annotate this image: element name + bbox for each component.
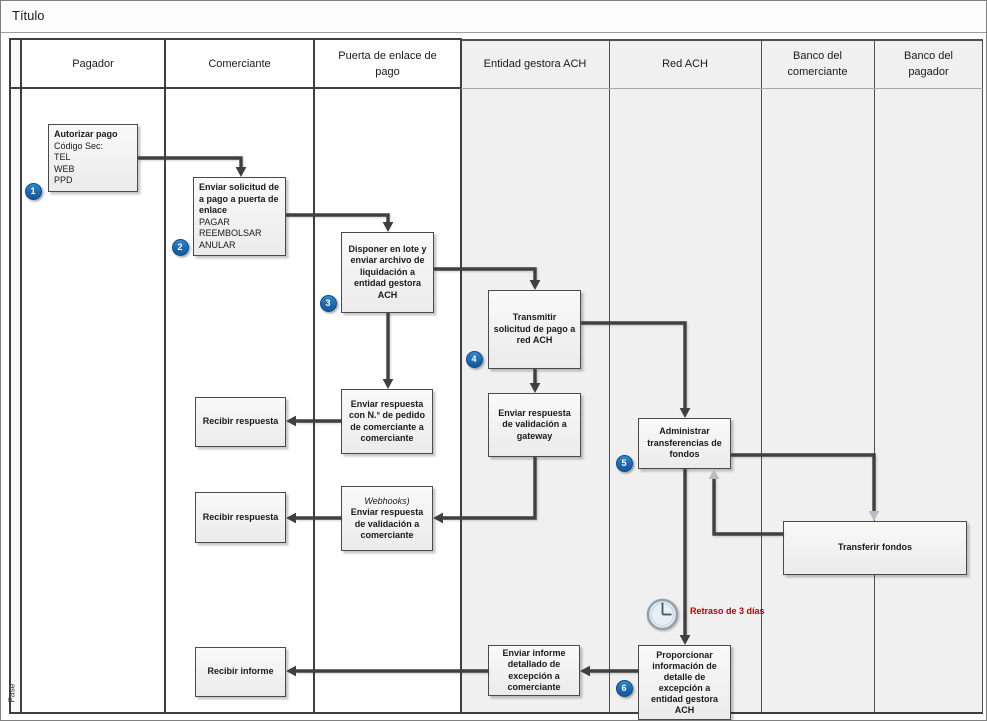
grid-line <box>461 39 983 41</box>
node-label: Disponer en lote y enviar archivo de liq… <box>348 243 427 300</box>
step-badge-2: 2 <box>171 238 189 256</box>
node-label: Enviar respuesta con N.° de pedido de co… <box>348 398 426 444</box>
step-badge-6: 6 <box>615 679 633 697</box>
node-enviar-solicitud-pago: Enviar solicitud de a pago a puerta de e… <box>193 177 286 256</box>
diagram-title: Título <box>12 8 45 23</box>
lane-header-comerciante: Comerciante <box>165 39 314 89</box>
grid-line <box>873 39 875 714</box>
grid-line <box>460 39 462 714</box>
node-recibir-respuesta-2: Recibir respuesta <box>195 492 286 543</box>
title-bar: Título <box>1 1 986 33</box>
node-autorizar-pago: Autorizar pago Código Sec: TEL WEB PPD <box>48 124 138 192</box>
arrowhead <box>235 167 247 177</box>
node-enviar-informe-excepcion: Enviar informe detallado de excepción a … <box>488 645 580 696</box>
connector <box>138 156 243 167</box>
node-transferir-fondos: Transferir fondos <box>783 521 967 575</box>
grid-line <box>9 38 462 40</box>
node-enviar-respuesta-gateway: Enviar respuesta de validación a gateway <box>488 393 581 457</box>
grid-line <box>20 39 22 714</box>
lane-header-red-ach: Red ACH <box>609 39 761 89</box>
lane-header-puerta-de-enlace: Puerta de enlace de pago <box>314 39 461 89</box>
node-recibir-respuesta-1: Recibir respuesta <box>195 397 286 447</box>
grid-line <box>9 87 462 89</box>
lane-header-pagador: Pagador <box>21 39 165 89</box>
node-disponer-en-lote: Disponer en lote y enviar archivo de liq… <box>341 232 434 313</box>
grid-line <box>9 711 983 714</box>
lane-header-label: Entidad gestora ACH <box>483 58 587 70</box>
grid-line <box>9 39 11 714</box>
step-badge-3: 3 <box>319 294 337 312</box>
lane-header-label: Puerta de enlace de pago <box>338 50 437 78</box>
node-detail: PAGAR REEMBOLSAR ANULAR <box>199 216 262 250</box>
arrowhead <box>286 665 296 677</box>
node-label: Proporcionar información de detalle de e… <box>650 649 718 715</box>
node-proporcionar-informacion: Proporcionar información de detalle de e… <box>638 645 731 720</box>
shaded-lanes-background <box>461 39 983 713</box>
step-badge-5: 5 <box>615 454 633 472</box>
node-heading: Autorizar pago <box>54 129 118 139</box>
step-badge-1: 1 <box>24 182 42 200</box>
grid-line <box>313 39 315 714</box>
node-label: Enviar informe detallado de excepción a … <box>502 647 566 693</box>
arrowhead <box>286 415 296 427</box>
node-label: Recibir informe <box>207 666 274 677</box>
node-note: Webhooks) <box>364 495 410 506</box>
node-label: Recibir respuesta <box>202 511 279 522</box>
node-recibir-informe: Recibir informe <box>195 647 286 697</box>
delay-annotation: Retraso de 3 días <box>690 606 765 616</box>
lane-header-banco-comerciante: Banco del comerciante <box>761 39 874 89</box>
lane-header-label: Banco del comerciante <box>787 50 848 78</box>
node-detail: Código Sec: TEL WEB PPD <box>54 140 104 186</box>
node-label: Transmitir solicitud de pago a red ACH <box>493 312 576 346</box>
connector <box>286 213 390 222</box>
node-heading: Enviar solicitud de a pago a puerta de e… <box>199 182 280 215</box>
node-label: Enviar respuesta de validación a gateway <box>498 407 571 441</box>
lane-header-entidad-gestora-ach: Entidad gestora ACH <box>461 39 609 89</box>
grid-line <box>608 39 610 714</box>
grid-line <box>981 39 983 714</box>
node-enviar-respuesta-pedido: Enviar respuesta con N.° de pedido de co… <box>341 389 433 454</box>
grid-line <box>760 39 762 714</box>
node-label: Recibir respuesta <box>202 416 279 427</box>
lane-header-banco-pagador: Banco del pagador <box>874 39 983 89</box>
lane-header-label: Pagador <box>72 58 114 70</box>
phase-strip: Fase <box>6 39 21 714</box>
arrowhead <box>382 379 394 389</box>
lane-header-label: Red ACH <box>662 58 708 70</box>
node-webhooks-validacion: Webhooks) Enviar respuesta de validación… <box>341 486 433 551</box>
step-badge-4: 4 <box>465 350 483 368</box>
node-transmitir-solicitud: Transmitir solicitud de pago a red ACH <box>488 290 581 369</box>
grid-line <box>164 39 166 714</box>
node-label: Administrar transferencias de fondos <box>647 426 722 460</box>
grid-line <box>461 88 983 90</box>
node-label: Enviar respuesta de validación a comerci… <box>350 507 424 540</box>
node-label: Transferir fondos <box>837 542 912 553</box>
lane-header-label: Comerciante <box>208 58 271 70</box>
lane-header-label: Banco del pagador <box>904 50 953 78</box>
arrowhead <box>433 512 443 524</box>
phase-label: Fase <box>6 683 17 703</box>
node-administrar-transferencias: Administrar transferencias de fondos <box>638 418 731 469</box>
arrowhead <box>382 222 394 232</box>
arrowhead <box>286 512 296 524</box>
